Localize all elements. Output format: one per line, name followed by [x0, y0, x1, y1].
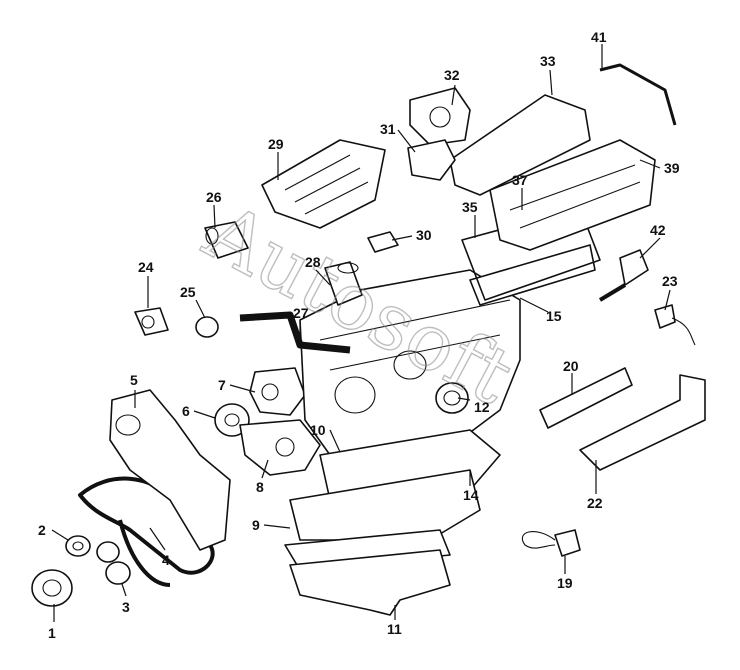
callout-4[interactable]: 4 [162, 552, 170, 568]
callout-42[interactable]: 42 [650, 222, 666, 238]
callout-12[interactable]: 12 [474, 399, 490, 415]
callout-24[interactable]: 24 [138, 259, 154, 275]
callout-27[interactable]: 27 [293, 305, 309, 321]
part-pump-housing[interactable] [239, 419, 321, 476]
callout-33[interactable]: 33 [540, 53, 556, 69]
callout-39[interactable]: 39 [664, 160, 680, 176]
callout-2[interactable]: 2 [38, 522, 46, 538]
callout-35[interactable]: 35 [462, 199, 478, 215]
part-oil-pan-gasket[interactable] [284, 529, 451, 571]
part-engine-block[interactable] [299, 269, 521, 456]
part-crank-pulley[interactable] [31, 569, 73, 607]
part-thermostat-housing[interactable] [324, 261, 363, 306]
callout-15[interactable]: 15 [546, 308, 562, 324]
part-plug-25[interactable] [195, 316, 219, 338]
callout-23[interactable]: 23 [662, 273, 678, 289]
part-timing-belt[interactable] [78, 476, 215, 587]
callout-28[interactable]: 28 [305, 254, 321, 270]
parts-layer [31, 63, 706, 616]
callout-8[interactable]: 8 [256, 479, 264, 495]
part-timing-cover[interactable] [109, 389, 231, 551]
callout-25[interactable]: 25 [180, 284, 196, 300]
callout-19[interactable]: 19 [557, 575, 573, 591]
part-adapter[interactable] [407, 139, 456, 181]
part-ignition-coil[interactable] [598, 249, 649, 302]
part-water-pump[interactable] [249, 367, 306, 416]
callout-14[interactable]: 14 [463, 487, 479, 503]
callout-30[interactable]: 30 [416, 227, 432, 243]
callout-5[interactable]: 5 [130, 372, 138, 388]
part-valve-cover[interactable] [489, 139, 656, 251]
part-idler-pulley[interactable] [96, 541, 131, 585]
part-seal[interactable] [65, 535, 91, 557]
callout-26[interactable]: 26 [206, 189, 222, 205]
part-head-gasket[interactable] [469, 244, 596, 306]
callout-32[interactable]: 32 [444, 67, 460, 83]
part-ladder-frame[interactable] [289, 469, 481, 541]
part-sensor-24[interactable] [134, 307, 169, 336]
callout-29[interactable]: 29 [268, 136, 284, 152]
callout-7[interactable]: 7 [218, 377, 226, 393]
part-upper-cover[interactable] [449, 94, 591, 196]
part-sensor-19[interactable] [522, 529, 581, 557]
leader-lines [51, 44, 671, 622]
part-sensor-23[interactable] [654, 304, 696, 346]
callout-11[interactable]: 11 [387, 621, 402, 637]
part-fitting-26[interactable] [204, 221, 249, 259]
callout-labels: 1 2 3 4 5 6 7 8 9 10 11 12 14 15 19 20 2… [38, 29, 680, 641]
callout-20[interactable]: 20 [563, 358, 579, 374]
callout-3[interactable]: 3 [122, 599, 130, 615]
callout-1[interactable]: 1 [48, 625, 56, 641]
callout-22[interactable]: 22 [587, 495, 603, 511]
part-exhaust-manifold[interactable] [579, 374, 706, 471]
callout-31[interactable]: 31 [380, 121, 396, 137]
callout-41[interactable]: 41 [591, 29, 607, 45]
callout-6[interactable]: 6 [182, 403, 190, 419]
callout-10[interactable]: 10 [310, 422, 326, 438]
part-heat-shield[interactable] [539, 367, 633, 429]
part-dipstick-tube[interactable] [599, 63, 677, 126]
part-seal-ring[interactable] [435, 382, 469, 414]
part-intake-manifold[interactable] [261, 139, 386, 229]
callout-37[interactable]: 37 [512, 172, 528, 188]
part-gasket-30[interactable] [367, 231, 399, 253]
part-throttle-body[interactable] [409, 87, 471, 146]
callout-9[interactable]: 9 [252, 517, 260, 533]
part-water-pipe[interactable] [239, 311, 351, 354]
